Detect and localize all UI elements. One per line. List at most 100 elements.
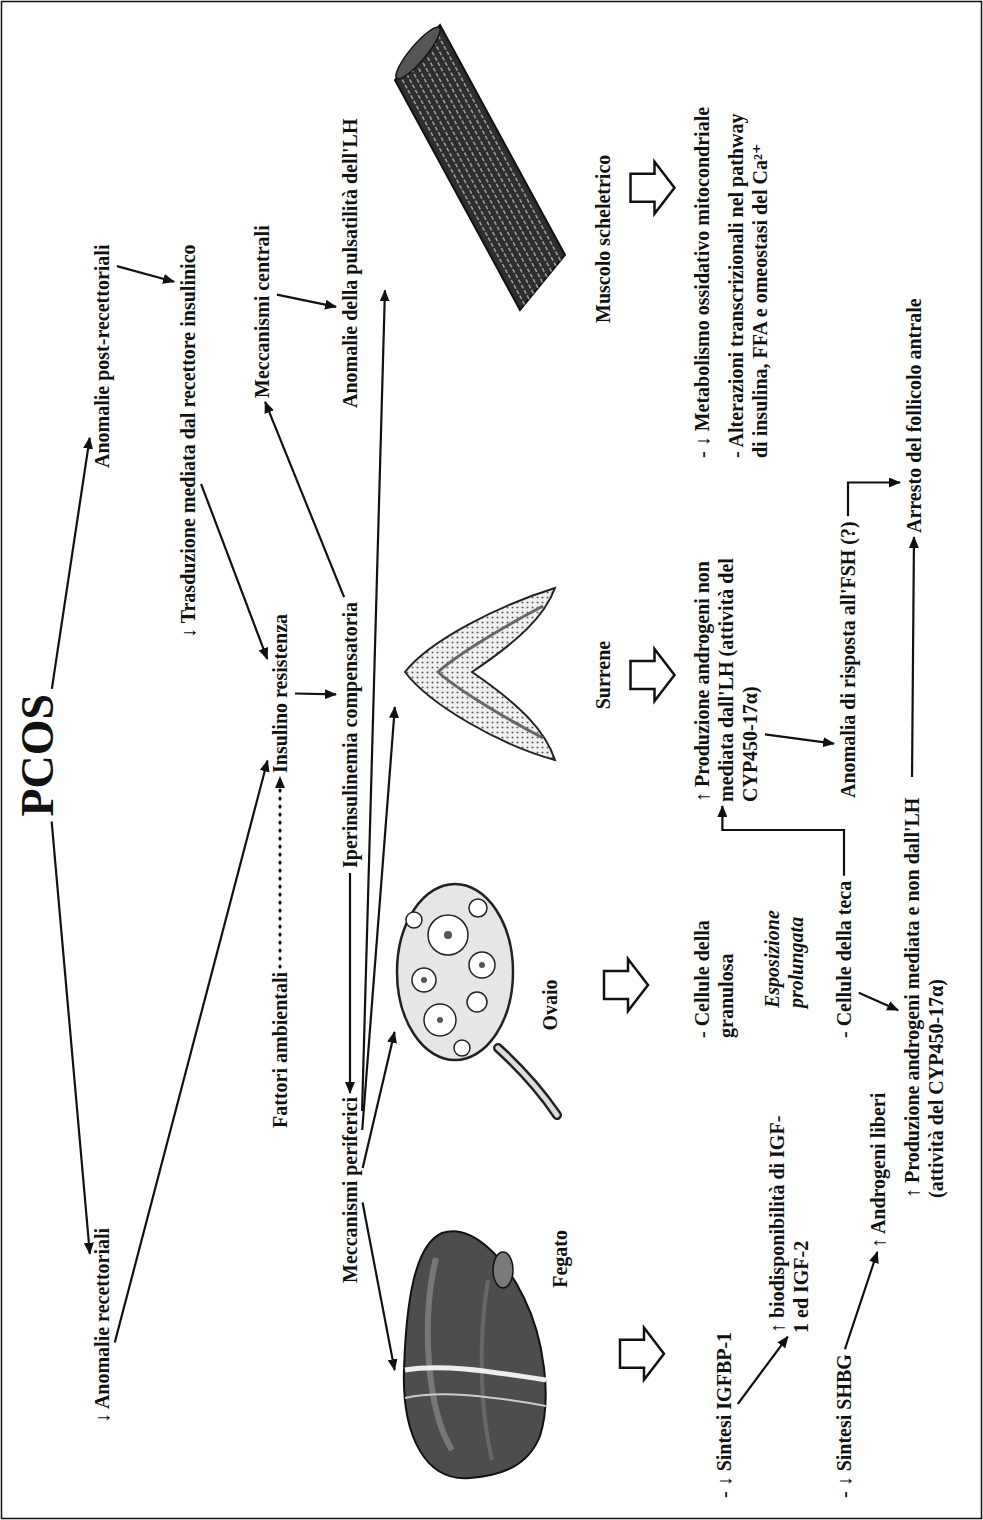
node-text: Anomalia di risposta all'FSH (?) [836, 521, 860, 798]
text-node: ↓ Anomalie recettoriali [90, 1226, 114, 1425]
svg-circle [406, 912, 422, 928]
svg-path [405, 1394, 546, 1406]
arrow-connector [765, 734, 834, 743]
arrow-connector [52, 821, 90, 1253]
svg-path [428, 1258, 452, 1450]
svg-circle [421, 977, 427, 983]
text-node: Insulino resistenza [268, 612, 292, 775]
arrow-connector [117, 266, 174, 282]
node-text: - Cellule della teca [832, 881, 856, 1038]
svg-circle [479, 962, 485, 968]
node-text: Fattori ambientali [268, 972, 292, 1128]
node-text: ↓ Anomalie recettoriali [90, 1228, 114, 1423]
svg-ellipse [493, 1252, 513, 1288]
node-text: - Cellule della granulosa [690, 872, 738, 1038]
node-text: ↓ Trasduzione mediata dal recettore insu… [176, 244, 200, 638]
svg-polygon [395, 25, 565, 310]
svg-circle [437, 1017, 443, 1023]
ovary-drawing [397, 884, 557, 1115]
node-text: Anomalie della pulsatilità dell'LH [338, 119, 362, 408]
svg-circle [428, 915, 468, 955]
svg-circle [424, 1004, 456, 1036]
node-text: ↑ Produzione androgeni non mediata dall'… [690, 526, 762, 802]
text-node: - ↓ Metabolismo ossidativo mitocondriale… [690, 90, 772, 460]
text-node: - Cellule della granulosa [690, 870, 738, 1040]
node-text: - Alterazioni transcrizionali nel pathwa… [724, 92, 772, 458]
node-text: ↑ Produzione androgeni mediata e non dal… [900, 782, 948, 1198]
svg-path [498, 1048, 557, 1115]
organ-label: Surrene [591, 641, 615, 710]
note-label: Esposizione prolungata [760, 882, 808, 1008]
svg-path [405, 588, 555, 760]
arrow-connector [722, 806, 844, 876]
svg-line [404, 69, 529, 299]
node-text: - ↓ Sintesi SHBG [832, 1354, 856, 1498]
adrenal-drawing [405, 588, 555, 760]
organ-node: Ovaio [395, 880, 562, 1130]
text-node: Meccanismi centrali [250, 223, 274, 400]
arrow-connector [295, 692, 336, 695]
arrow-connector [363, 1202, 395, 1370]
arrow-connector [277, 295, 336, 307]
arrow-connector [52, 438, 90, 689]
arrow-connector [912, 537, 914, 777]
arrow-connector [848, 483, 900, 517]
text-node: Anomalie della pulsatilità dell'LH [338, 117, 362, 410]
text-node: Iperinsulinemia compensatoria [338, 600, 362, 870]
svg-line [400, 75, 525, 305]
svg-circle [469, 899, 487, 917]
text-node: ↓ Trasduzione mediata dal recettore insu… [176, 242, 200, 640]
node-text: - ↓ Sintesi IGFBP-1 [712, 1332, 736, 1498]
node-text: Arresto del follicolo antrale [902, 298, 926, 533]
node-text: ↑ biodisponibilità di IGF-1 ed IGF-2 [765, 1112, 813, 1333]
organ-label: Fegato [548, 1230, 572, 1288]
node-text: Meccanismi periferici [338, 1097, 362, 1283]
dotted-arrow [279, 777, 282, 967]
svg-ellipse [397, 884, 513, 1060]
arrow-connector [859, 993, 898, 1010]
svg-path [438, 606, 543, 738]
svg-path [404, 1231, 546, 1478]
organ-node: Surrene [395, 575, 615, 775]
svg-circle [467, 992, 487, 1012]
node-text: Insulino resistenza [268, 614, 292, 773]
connectors [52, 162, 914, 1404]
node-text: Anomalie post-recettoriali [90, 245, 114, 468]
node-text: ↑ Androgeni liberi [866, 1093, 890, 1248]
svg-circle [412, 968, 436, 992]
arrow-connector [115, 761, 268, 1343]
arrow-connector [265, 402, 344, 597]
organ-label: Muscolo scheletrico [591, 155, 615, 323]
organ-label: Ovaio [538, 979, 562, 1030]
svg-path [498, 1048, 557, 1115]
svg-ellipse [391, 23, 446, 84]
svg-line [413, 58, 538, 288]
text-node: - Cellule della teca [832, 879, 856, 1040]
hollow-arrow [604, 959, 648, 1011]
arrow-connector [362, 290, 385, 1111]
liver-drawing [404, 1231, 546, 1478]
organ-node: Muscolo scheletrico [385, 20, 615, 325]
text-node: - ↓ Sintesi SHBG [832, 1352, 856, 1500]
text-node: Fattori ambientali [268, 970, 292, 1130]
text-node: ↑ Produzione androgeni non mediata dall'… [690, 524, 762, 804]
hollow-arrow [631, 649, 675, 701]
hollow-arrow [631, 162, 675, 214]
node-text: Iperinsulinemia compensatoria [338, 602, 362, 868]
svg-line [427, 42, 552, 272]
arrow-connector [349, 873, 351, 1093]
node-text: Meccanismi centrali [250, 225, 274, 398]
organ-node: Fegato [395, 1228, 572, 1490]
svg-path [405, 1368, 546, 1380]
title-text: PCOS [10, 694, 65, 817]
svg-circle [454, 1040, 470, 1056]
text-node: ↑ Androgeni liberi [866, 1091, 890, 1250]
arrow-connector [845, 1252, 877, 1349]
text-node: ↑ Produzione androgeni mediata e non dal… [900, 780, 948, 1200]
